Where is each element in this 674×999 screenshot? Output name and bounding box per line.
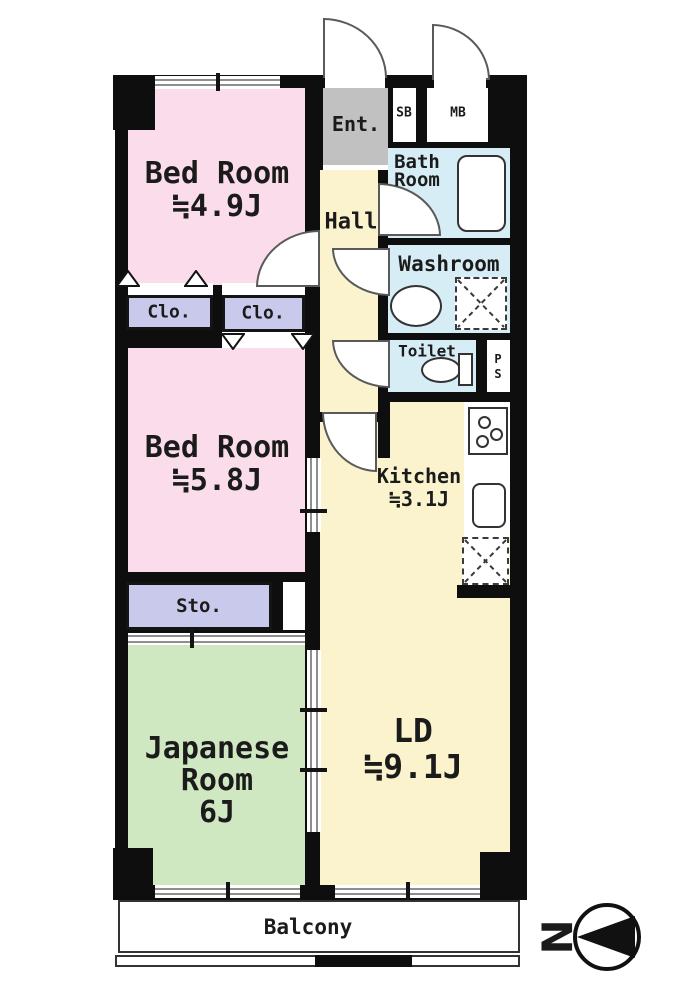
toilet-label: Toilet — [398, 341, 456, 361]
japanese-ld-sliding-door — [307, 650, 321, 832]
bedroom1-size: ≒4.9J — [171, 189, 263, 224]
kitchen-size: ≒3.1J — [388, 487, 450, 511]
wall-bar-kitchen-bottom — [457, 585, 513, 598]
window-tick — [216, 73, 220, 91]
room-entrance — [323, 88, 388, 165]
ld-size: ≒9.1J — [363, 747, 463, 786]
toilet-tank-icon — [458, 353, 473, 386]
room-bedroom2 — [128, 348, 305, 572]
hall-label: Hall — [324, 209, 378, 235]
wall-stub-hall — [378, 412, 390, 458]
compass-needle-icon — [577, 916, 635, 958]
burner-icon — [478, 416, 491, 429]
meter-box-label: MB — [450, 105, 466, 121]
entrance-door-opening — [325, 76, 385, 88]
window-line — [310, 458, 312, 532]
compass-north-label: N — [531, 919, 581, 955]
washer-x-lines — [457, 279, 505, 328]
meter-box-door-arc — [432, 24, 490, 80]
bedroom2-sliding-door — [307, 458, 321, 532]
washbasin-icon — [390, 285, 442, 327]
room-japanese — [128, 645, 305, 885]
storage-box — [126, 582, 272, 630]
entrance-step — [323, 165, 388, 170]
balcony-label: Balcony — [263, 915, 353, 939]
window-line — [310, 650, 312, 832]
fold-door-mark-down — [221, 333, 245, 350]
fold-door-mark-up — [116, 270, 140, 287]
room-meter-box — [427, 88, 488, 142]
entrance-label: Ent. — [331, 112, 381, 136]
bedroom2-label: Bed Room ≒5.8J — [145, 431, 290, 497]
japanese-room-name-2: Room — [180, 763, 254, 798]
burner-icon — [490, 428, 503, 441]
closet2-box — [222, 295, 305, 332]
bathtub-icon — [457, 155, 506, 232]
balcony-area — [118, 900, 520, 953]
wall-notch-bottom-left — [113, 848, 153, 900]
balcony-rail-solid-segment — [315, 955, 412, 967]
kitchen-sink-icon — [472, 483, 506, 528]
window-line — [128, 641, 305, 643]
kitchen-label: Kitchen ≒3.1J — [377, 465, 461, 511]
shoe-box-label: SB — [396, 105, 412, 121]
fold-door-mark-up — [184, 270, 208, 287]
japanese-room-label: Japanese Room 6J — [145, 733, 290, 829]
washroom-label: Washroom — [398, 252, 500, 276]
window-line — [316, 458, 318, 532]
kitchen-name: Kitchen — [376, 464, 462, 488]
room-kitchen — [390, 402, 464, 598]
room-pipe-space — [487, 340, 510, 392]
bedroom1-name: Bed Room — [144, 156, 290, 191]
closet1-box — [126, 295, 213, 330]
window-tick — [406, 882, 410, 900]
bathroom-name-2: Room — [394, 169, 440, 191]
toilet-bowl-icon — [421, 357, 461, 383]
toilet-door-arc — [332, 340, 390, 388]
window-tick — [300, 768, 327, 772]
closet1-label: Clo. — [147, 301, 191, 323]
window-tick — [300, 708, 327, 712]
bathroom-label: Bath Room — [394, 151, 440, 191]
window-tick — [190, 630, 194, 648]
window-tick — [226, 882, 230, 900]
meter-box-door-opening — [434, 76, 486, 88]
stove-icon — [468, 407, 508, 455]
japanese-room-name-1: Japanese — [144, 731, 290, 766]
bedroom2-size: ≒5.8J — [171, 463, 263, 498]
washer-space-icon — [455, 277, 507, 330]
window-line — [316, 650, 318, 832]
fridge-space-icon — [462, 537, 509, 585]
pipe-space-p: P — [494, 352, 502, 366]
room-shoe-box — [393, 88, 416, 142]
pipe-space-label: P S — [494, 352, 501, 382]
burner-icon — [476, 435, 489, 448]
ld-name: LD — [393, 711, 433, 750]
wall-notch-ld-corner — [480, 852, 510, 885]
fridge-x-lines — [464, 539, 507, 583]
window-tick — [300, 509, 327, 513]
japanese-room-entry-sliding-door — [128, 633, 305, 645]
japanese-room-size: 6J — [198, 795, 236, 830]
storage-side-nook — [283, 582, 305, 630]
wall-notch-top-left — [113, 75, 155, 130]
storage-label: Sto. — [176, 595, 222, 617]
pipe-space-s: S — [494, 367, 502, 381]
bathroom-name-1: Bath — [394, 151, 440, 173]
bedroom1-label: Bed Room ≒4.9J — [145, 157, 290, 223]
fold-door-mark-down — [291, 333, 315, 350]
bedroom2-name: Bed Room — [144, 430, 290, 465]
closet2-label: Clo. — [241, 302, 285, 324]
entrance-door-arc — [323, 18, 387, 78]
window-line — [128, 635, 305, 637]
ld-label: LD ≒9.1J — [363, 713, 462, 785]
